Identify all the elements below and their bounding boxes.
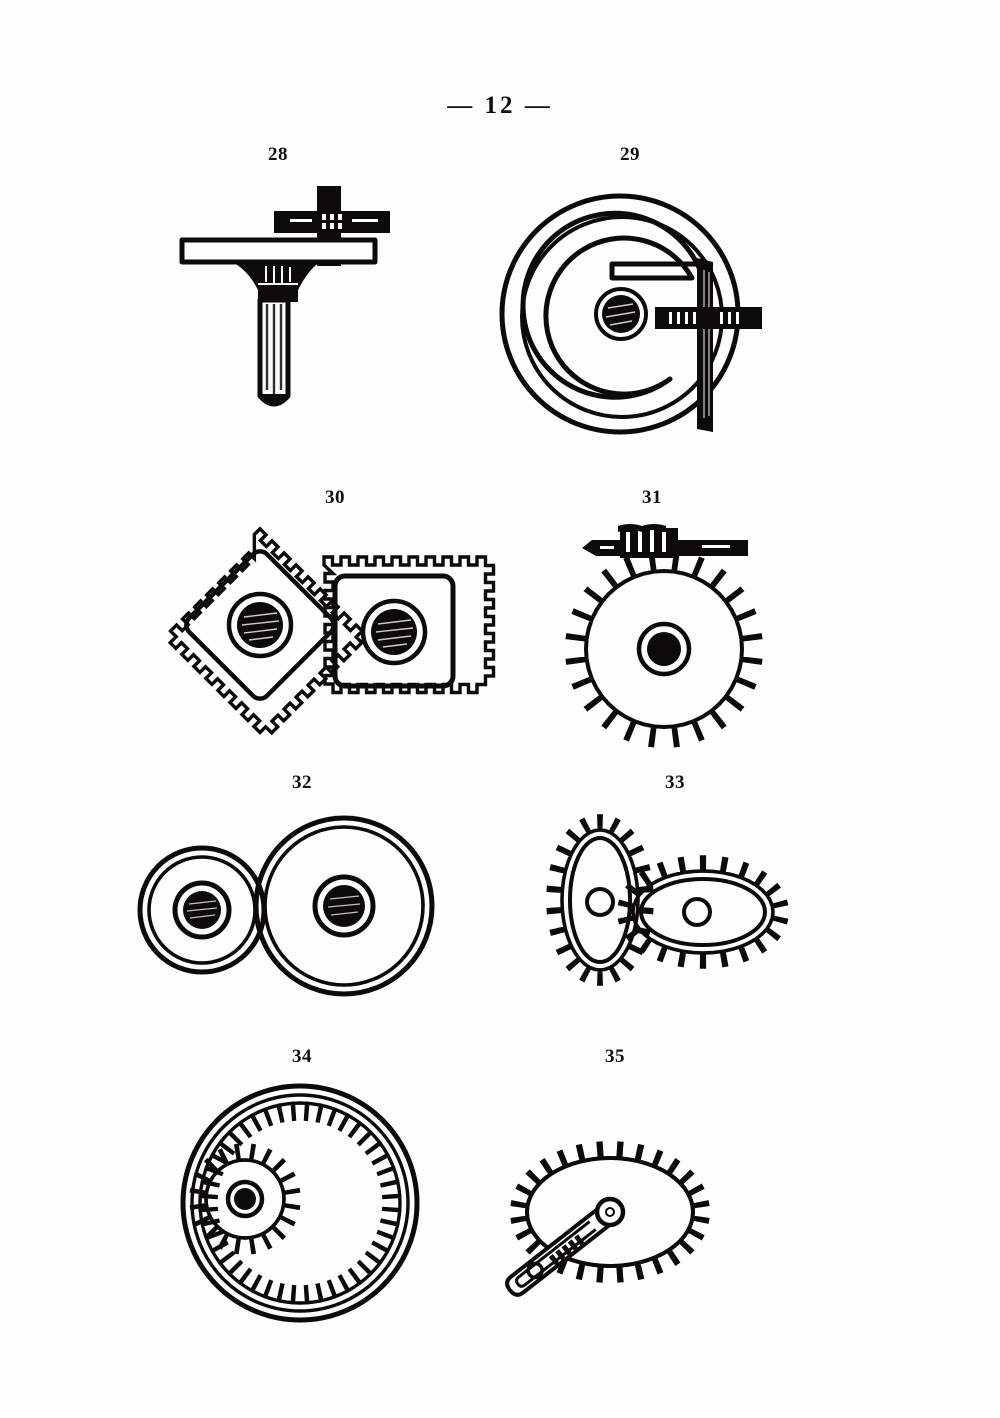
fig-28-arbor-shaft: [257, 297, 291, 407]
gear-tooth-outline: [617, 855, 789, 969]
fig-34-internal-ring-gear: [172, 1082, 434, 1324]
fig-33-elliptical-gears: [522, 812, 789, 994]
fig-32-friction-wheels: [128, 806, 468, 1016]
fig-30-square-toothed-wheels: [167, 522, 502, 736]
fig-31-wheel-and-lantern-pinion: [552, 516, 784, 748]
fig-32-large-wheel: [253, 815, 435, 997]
fig-34-ring: [180, 1083, 420, 1323]
fig-29-pinion: [655, 307, 762, 329]
fig-30-label: 30: [325, 487, 345, 508]
gear-tooth-outline: [565, 550, 763, 748]
fig-34-label: 34: [292, 1046, 312, 1067]
gear-tooth-outline: [198, 1101, 402, 1305]
fig-34-pinion: [189, 1143, 301, 1255]
fig-29-mainspring-coil: [520, 210, 709, 400]
fig-35-rack-teeth: [548, 1234, 585, 1266]
fig-30-diamond-boss: [226, 591, 294, 659]
fig-28-disc: [179, 237, 378, 265]
fig-28-collet: [232, 262, 320, 302]
fig-32-label: 32: [292, 772, 312, 793]
fig-32-small-wheel: [137, 845, 267, 975]
fig-35-rack-lever: [505, 1196, 626, 1297]
fig-33-flat-ellipse-gear: [617, 855, 789, 969]
fig-31-label: 31: [642, 487, 662, 508]
fig-29-arbor-vertical: [697, 258, 713, 432]
fig-30-square-tooth-path: [322, 555, 496, 695]
fig-29-barrel-arbor-hole: [594, 287, 648, 341]
fig-35-label: 35: [605, 1046, 625, 1067]
fig-31-lantern-pinion-arbor: [582, 524, 748, 558]
fig-35-ellipse-gear: [510, 1141, 710, 1283]
fig-33-upright-ellipse-gear: [546, 814, 654, 986]
fig-30-square-boss: [360, 598, 428, 666]
fig-30-square-wheel: [322, 555, 496, 695]
fig-29-mainspring-barrel: [492, 186, 792, 448]
fig-29-label: 29: [620, 144, 640, 165]
fig-33-label: 33: [665, 772, 685, 793]
page-number: — 12 —: [447, 92, 553, 119]
fig-28-label: 28: [268, 144, 288, 165]
fig-31-gear-body: [565, 550, 763, 748]
fig-30-diamond-tooth-path: [167, 526, 365, 736]
fig-35-elliptical-gear-with-rack: [492, 1092, 724, 1314]
fig-30-diamond-wheel: [167, 526, 365, 736]
fig-28-crown-wheel-and-arbor: [170, 178, 420, 426]
fig-31-hub: [636, 621, 692, 677]
gear-tooth-outline: [546, 814, 654, 986]
